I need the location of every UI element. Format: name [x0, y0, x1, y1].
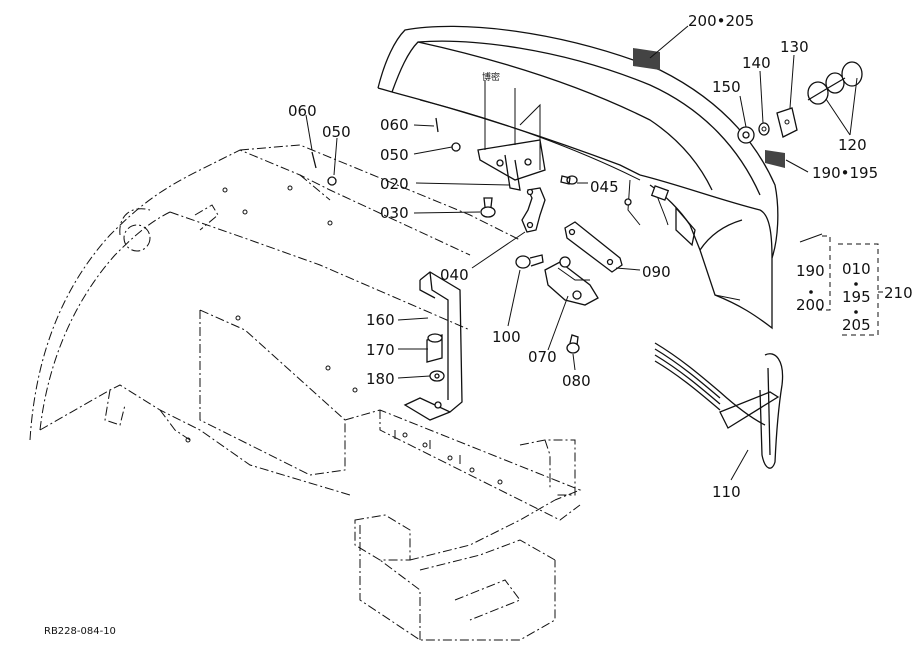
pin-060	[311, 117, 439, 169]
harness-110	[654, 342, 784, 469]
callout-leaders	[305, 25, 858, 481]
label-200-205: 200•205	[688, 12, 754, 30]
callout-labels: 200•205 130 140 150 120 060 050 060 050 …	[288, 12, 913, 501]
label-205: 205	[842, 316, 871, 334]
label-130: 130	[780, 38, 809, 56]
label-050-right: 050	[380, 146, 409, 164]
label-070: 070	[528, 348, 557, 366]
label-110: 110	[712, 483, 741, 501]
label-150: 150	[712, 78, 741, 96]
fender-shell	[377, 25, 779, 330]
label-100: 100	[492, 328, 521, 346]
reflector-200-205	[633, 48, 660, 70]
license-bracket	[521, 187, 546, 233]
label-080: 080	[562, 372, 591, 390]
label-060-right: 060	[380, 116, 409, 134]
svg-text:博密: 博密	[482, 71, 500, 83]
label-050-left: 050	[322, 123, 351, 141]
fender-body-outline	[29, 144, 521, 496]
washer-140	[758, 122, 770, 136]
label-020: 020	[380, 175, 409, 193]
bolt-045	[560, 175, 578, 185]
lamp-holder	[544, 256, 599, 306]
bolt-100	[515, 254, 544, 269]
clip-130	[776, 107, 798, 138]
label-190: 190	[796, 262, 825, 280]
lamp-stand-bracket	[403, 271, 463, 421]
label-180: 180	[366, 370, 395, 388]
group-dots	[809, 282, 858, 314]
label-170: 170	[366, 341, 395, 359]
label-030: 030	[380, 204, 409, 222]
fender-stay-bracket: 博密	[477, 71, 546, 191]
label-060-left: 060	[288, 102, 317, 120]
label-090: 090	[642, 263, 671, 281]
label-140: 140	[742, 54, 771, 72]
rear-frame	[344, 409, 582, 641]
label-195: 195	[842, 288, 871, 306]
rivet-holes	[185, 185, 358, 443]
label-010: 010	[842, 260, 871, 278]
nut-150	[737, 126, 755, 144]
group-brackets	[818, 235, 884, 336]
label-045: 045	[590, 178, 619, 196]
label-160: 160	[366, 311, 395, 329]
bolt-080	[566, 334, 580, 354]
label-120: 120	[838, 136, 867, 154]
lamp-120	[807, 61, 863, 105]
bolt-030	[480, 197, 496, 218]
reflector-190-195	[765, 150, 785, 168]
label-210: 210	[884, 284, 913, 302]
label-200: 200	[796, 296, 825, 314]
label-190-195: 190•195	[812, 164, 878, 182]
label-040: 040	[440, 266, 469, 284]
plate-holder	[564, 221, 623, 273]
drawing-code: RB228-084-10	[44, 626, 116, 637]
